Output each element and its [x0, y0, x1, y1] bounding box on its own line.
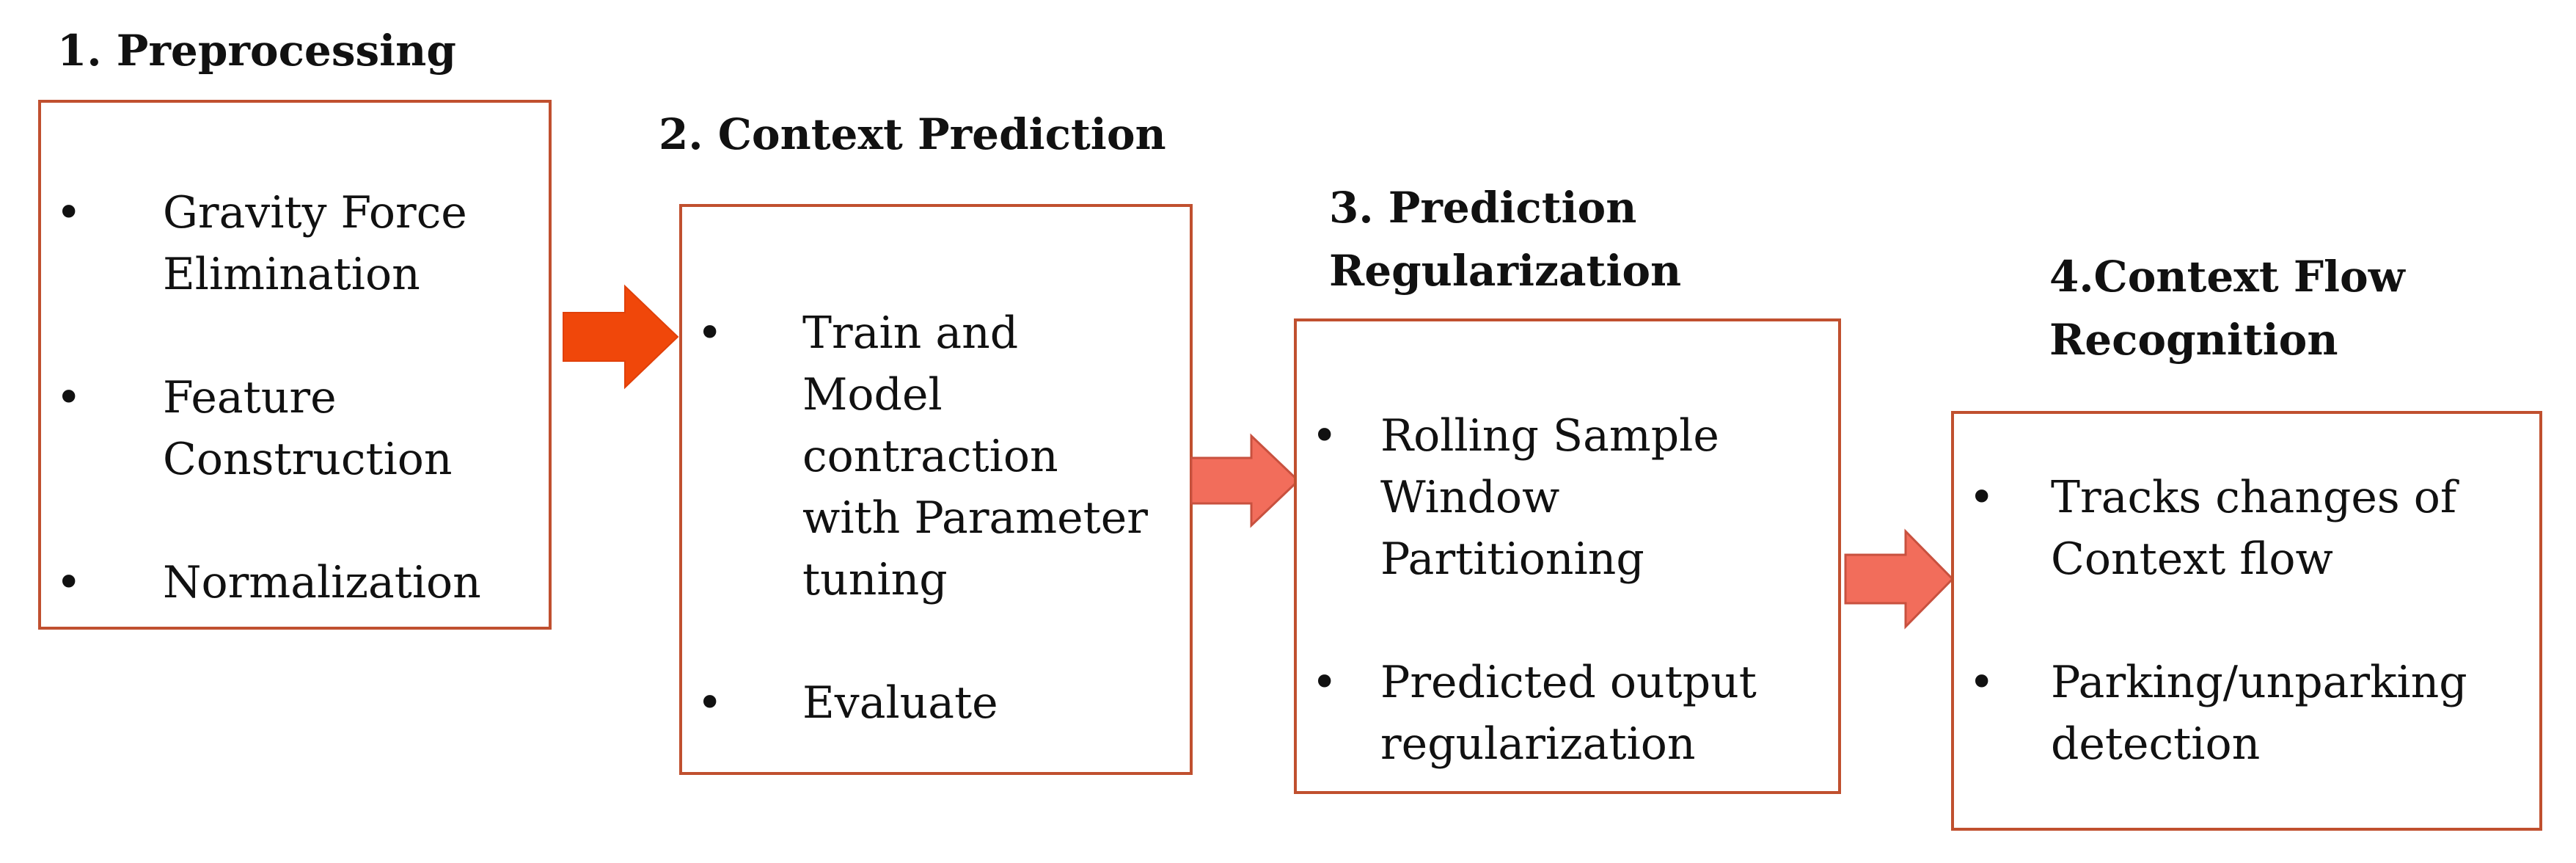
step-1-bullet-1: • Gravity Force Elimination	[38, 182, 552, 305]
step-4-box	[1951, 411, 2542, 831]
step-3-bullet-1-text: Rolling Sample Window Partitioning	[1380, 410, 1719, 585]
step-3-title-line-1: 3. Prediction	[1329, 183, 1637, 233]
step-4-title: 4.Context Flow Recognition	[2049, 245, 2405, 371]
step-3-title: 3. Prediction Regularization	[1329, 176, 1681, 302]
step-1-box	[38, 100, 552, 630]
bullet-dot-icon: •	[697, 307, 723, 359]
step-4-bullet-1: • Tracks changes of Context flow	[1951, 467, 2542, 590]
step-3-bullets: • Rolling Sample Window Partitioning • Pre…	[1294, 405, 1841, 775]
step-1-bullets: • Gravity Force Elimination • Feature Cons…	[38, 182, 552, 613]
step-2-bullets: • Train and Model contraction with Parame…	[679, 302, 1193, 734]
step-2-bullet-2-text: Evaluate	[802, 677, 998, 729]
flow-arrow-3-icon	[1844, 528, 1955, 630]
step-3-title-line-2: Regularization	[1329, 246, 1682, 296]
bullet-dot-icon: •	[1311, 657, 1338, 708]
step-1-bullet-1-text: Gravity Force Elimination	[163, 187, 467, 300]
flow-arrow-1-shape	[563, 284, 679, 390]
bullet-dot-icon: •	[1969, 657, 1995, 708]
step-2-bullet-2: • Evaluate	[679, 672, 1193, 734]
flow-arrow-2-shape	[1190, 433, 1300, 528]
bullet-dot-icon: •	[697, 677, 723, 729]
step-3-bullet-1: • Rolling Sample Window Partitioning	[1294, 405, 1841, 590]
step-3-bullet-2: • Predicted output regularization	[1294, 652, 1841, 775]
step-1-bullet-2-text: Feature Construction	[163, 372, 453, 485]
step-2-box	[679, 204, 1193, 775]
step-2-bullet-1-text: Train and Model contraction with Paramet…	[802, 307, 1148, 605]
bullet-dot-icon: •	[1311, 410, 1338, 462]
flow-arrow-2-icon	[1190, 433, 1300, 528]
step-1-bullet-3-text: Normalization	[163, 557, 481, 608]
bullet-dot-icon: •	[1969, 472, 1995, 523]
step-1-bullet-2: • Feature Construction	[38, 367, 552, 490]
step-4-bullets: • Tracks changes of Context flow • Parking…	[1951, 467, 2542, 775]
step-1-title: 1. Preprocessing	[57, 19, 456, 82]
bullet-dot-icon: •	[56, 187, 82, 238]
step-4-title-line-2: Recognition	[2049, 315, 2338, 365]
step-2-title-line-1: 2. Context Prediction	[659, 109, 1166, 159]
step-3-box	[1294, 318, 1841, 794]
step-4-bullet-2-text: Parking/unparking detection	[2051, 657, 2467, 770]
step-4-bullet-2: • Parking/unparking detection	[1951, 652, 2542, 775]
step-4-title-line-1: 4.Context Flow	[2049, 252, 2405, 302]
flow-arrow-3-shape	[1844, 528, 1955, 630]
bullet-dot-icon: •	[56, 557, 82, 608]
step-3-bullet-2-text: Predicted output regularization	[1380, 657, 1757, 770]
step-2-bullet-1: • Train and Model contraction with Parame…	[679, 302, 1193, 611]
step-1-bullet-3: • Normalization	[38, 552, 552, 613]
flow-arrow-1-icon	[563, 284, 679, 390]
step-2-title: 2. Context Prediction	[659, 103, 1166, 166]
step-1-title-line-1: 1. Preprocessing	[57, 26, 456, 76]
bullet-dot-icon: •	[56, 372, 82, 423]
step-4-bullet-1-text: Tracks changes of Context flow	[2051, 472, 2457, 585]
